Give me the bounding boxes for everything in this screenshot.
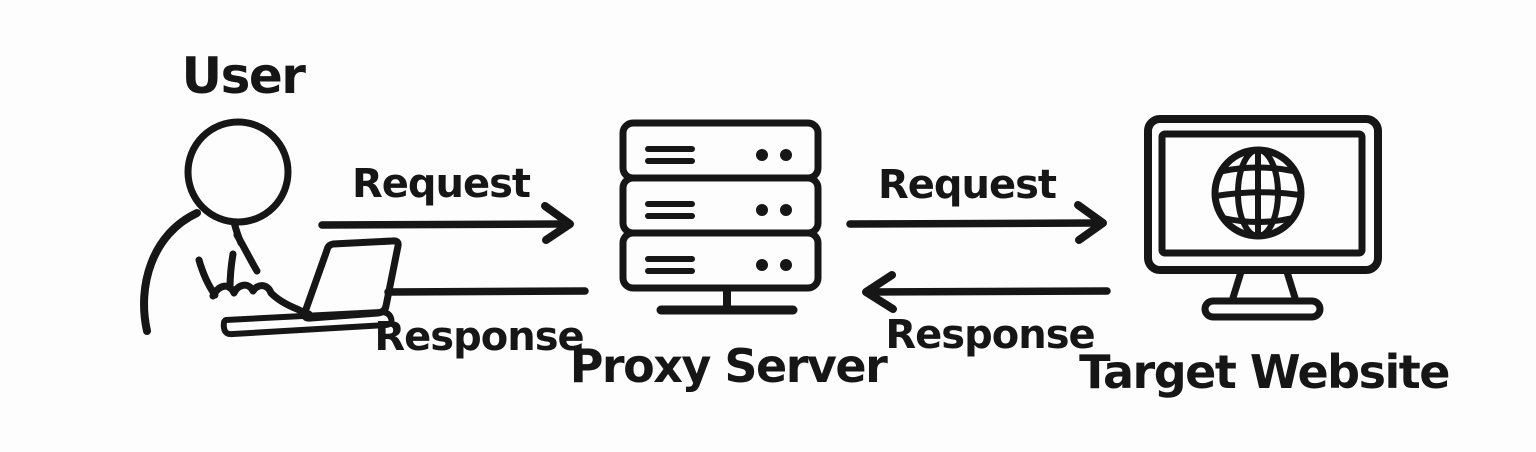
person-at-laptop-icon xyxy=(140,118,402,338)
monitor-globe-icon xyxy=(1144,115,1382,321)
target-website-node-label: Target Website xyxy=(1079,345,1450,399)
proxy-server-node-label: Proxy Server xyxy=(569,339,888,393)
globe-icon xyxy=(1211,146,1305,240)
response-label-left: Response xyxy=(374,314,584,360)
user-node-label: User xyxy=(181,47,306,105)
request-arrow-proxy-to-target xyxy=(846,201,1107,244)
response-label-right: Response xyxy=(885,312,1095,358)
request-arrow-user-to-proxy xyxy=(318,202,574,244)
response-arrow-target-to-proxy xyxy=(862,271,1111,313)
request-label-left: Request xyxy=(351,161,531,207)
request-label-right: Request xyxy=(877,162,1057,208)
server-rack-icon xyxy=(619,119,822,315)
response-line-proxy-to-user xyxy=(384,287,589,296)
